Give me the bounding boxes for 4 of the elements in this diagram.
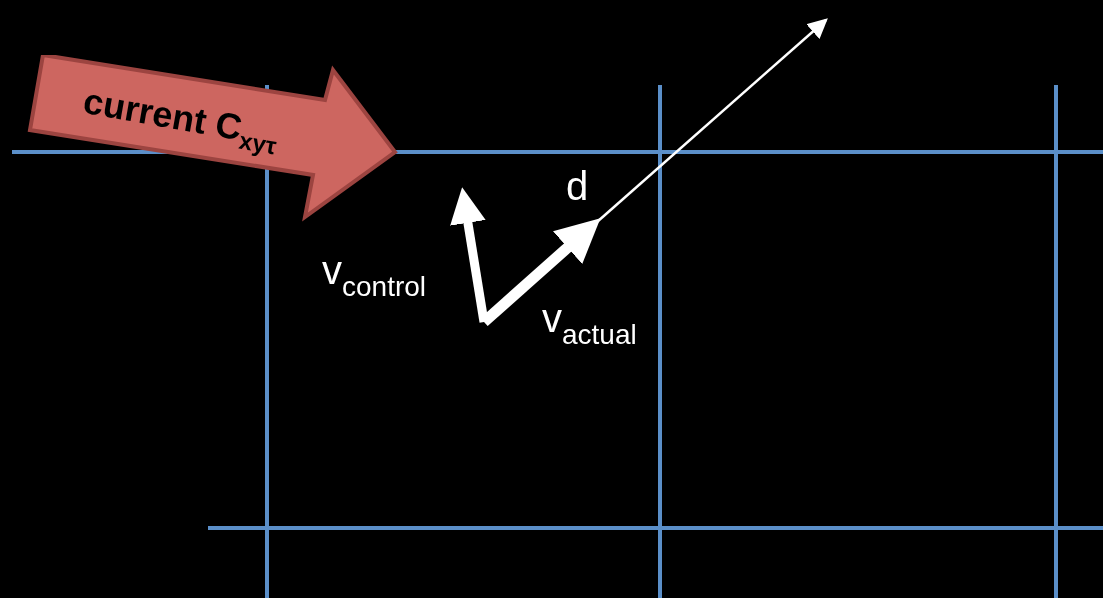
vector-label: d: [566, 166, 589, 206]
arrow-label: current C$_{xyτ}$: [79, 83, 280, 159]
vector-label: v$_{control}$: [322, 250, 427, 301]
vector-label: v$_{actual}$: [542, 298, 637, 349]
